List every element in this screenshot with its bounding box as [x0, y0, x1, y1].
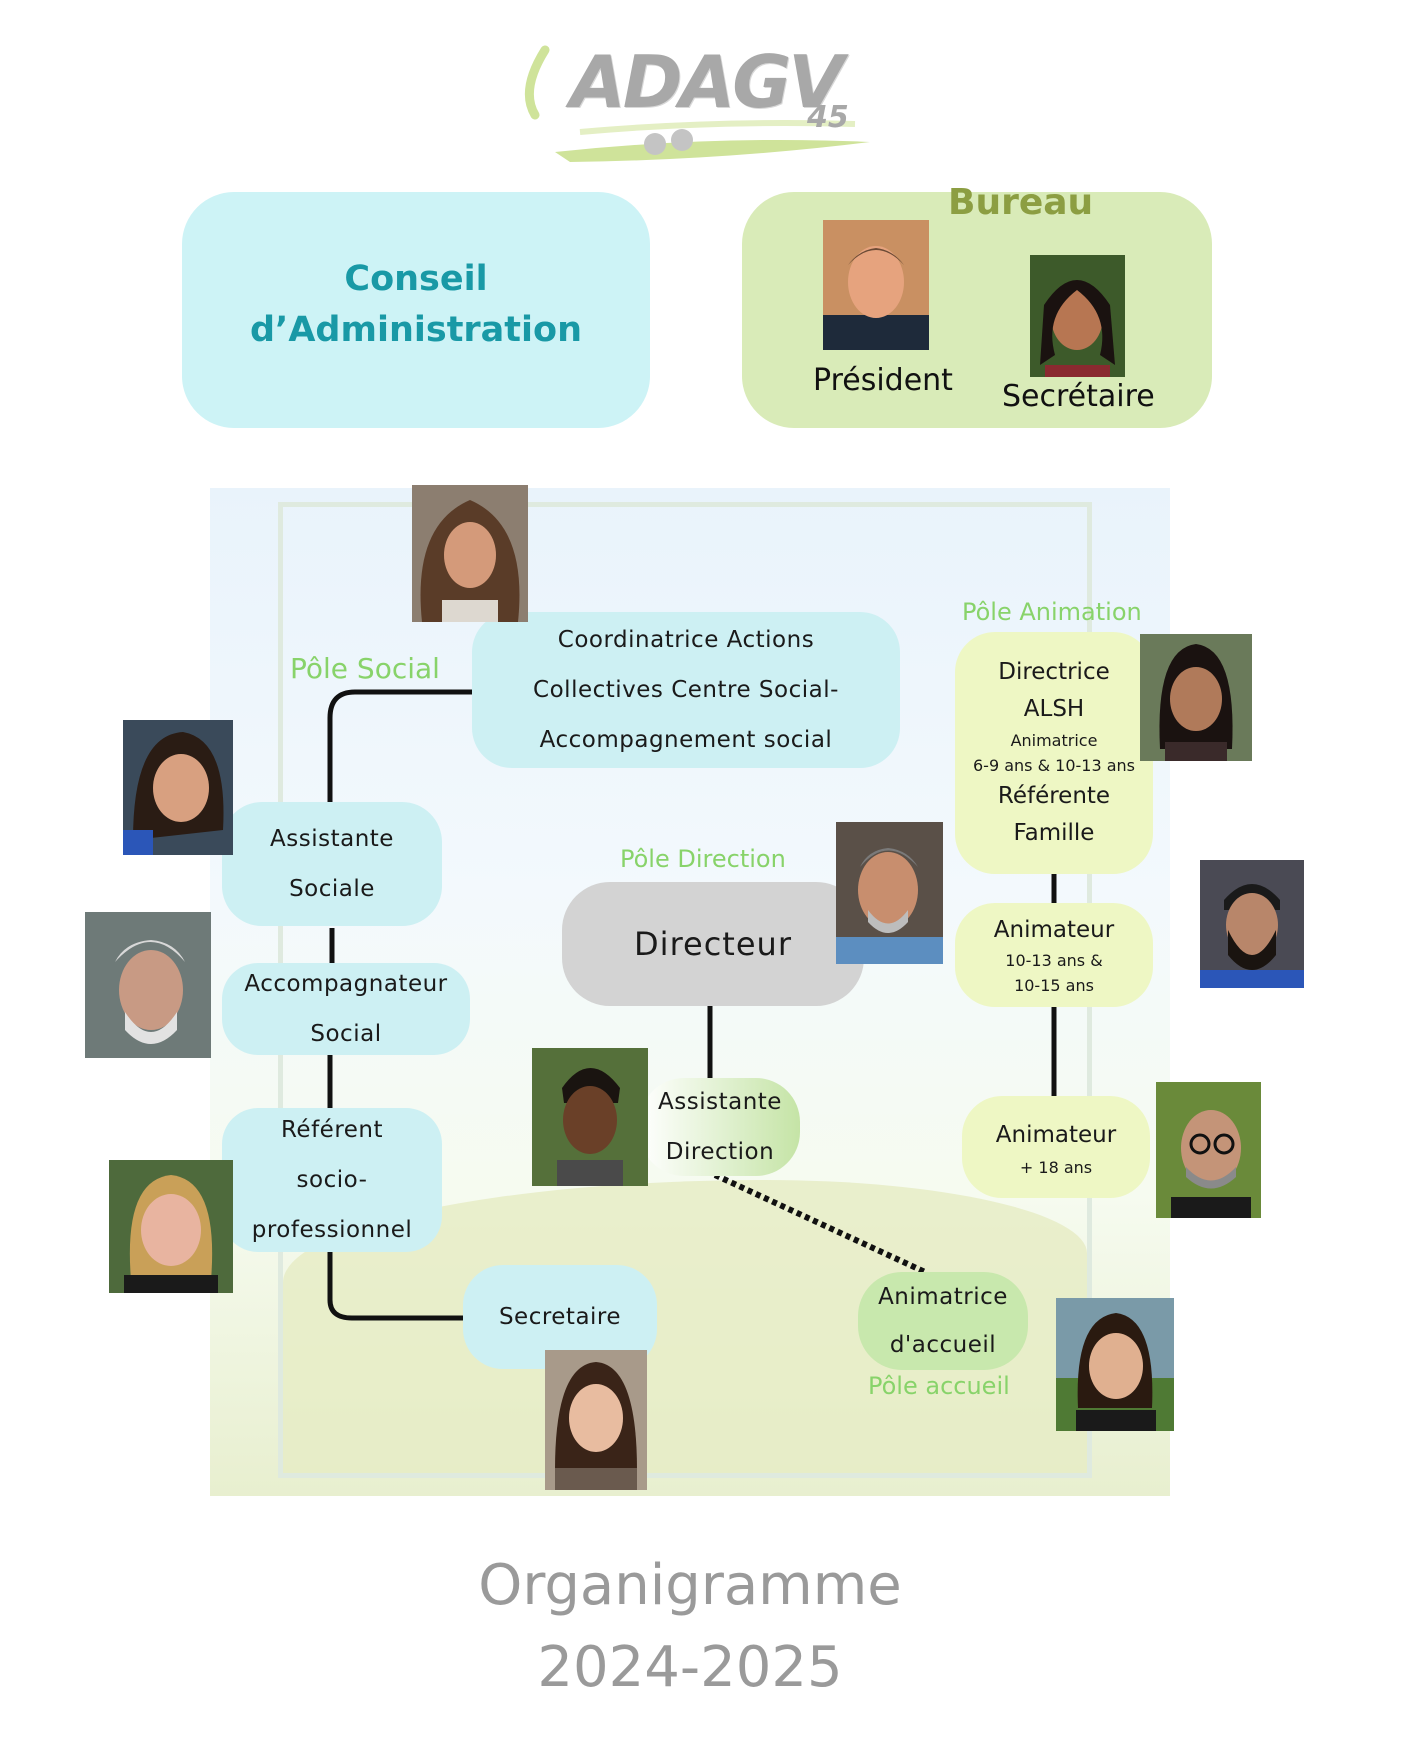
- accompagnateur-line1: Accompagnateur: [244, 971, 448, 997]
- accompagnateur-photo: [85, 912, 211, 1058]
- animateur1-photo: [1200, 860, 1304, 988]
- animatrice-accueil-line2: d'accueil: [889, 1332, 997, 1358]
- bureau-box: [742, 192, 1212, 428]
- accompagnateur-line2: Social: [310, 1021, 382, 1047]
- coordinatrice-line1: Coordinatrice Actions: [557, 627, 815, 653]
- line-coordinatrice-assistante: [327, 689, 475, 805]
- animateur2-sub1: + 18 ans: [1019, 1157, 1093, 1177]
- animateur1-line1: Animateur: [993, 917, 1115, 943]
- alsh-line3: Référente: [997, 783, 1111, 809]
- animateur2-line1: Animateur: [995, 1121, 1117, 1148]
- referent-photo: [109, 1160, 233, 1293]
- referent-line1: Référent: [280, 1117, 384, 1143]
- conseil-administration-box: Conseil d’Administration: [182, 192, 650, 428]
- node-directeur: Directeur: [562, 882, 864, 1006]
- secretaire-photo: [545, 1350, 647, 1490]
- pole-direction-label: Pôle Direction: [620, 845, 786, 873]
- animateur2-photo: [1156, 1082, 1261, 1218]
- assistante-direction-photo: [532, 1048, 648, 1186]
- referent-line3: professionnel: [251, 1217, 413, 1243]
- logo-swoosh-icon: [524, 45, 870, 162]
- president-caption: Président: [813, 363, 953, 398]
- node-assistante-sociale: Assistante Sociale: [222, 802, 442, 926]
- animatrice-accueil-photo: [1056, 1298, 1174, 1431]
- node-animateur-2: Animateur + 18 ans: [962, 1096, 1150, 1198]
- assistante-sociale-line1: Assistante: [270, 826, 394, 852]
- conseil-title-line1: Conseil: [344, 259, 488, 299]
- alsh-sub2: 6-9 ans & 10-13 ans: [972, 756, 1135, 775]
- adagv-logo: ADAGV 45: [515, 40, 905, 175]
- referent-line2: socio-: [296, 1167, 368, 1193]
- conseil-title: Conseil d’Administration: [182, 254, 650, 356]
- node-animatrice-accueil: Animatrice d'accueil: [858, 1272, 1028, 1370]
- directeur-photo: [836, 822, 943, 964]
- node-animateur-1: Animateur 10-13 ans & 10-15 ans: [955, 903, 1153, 1007]
- line-assistante-animatrice-dotted: [713, 1172, 927, 1275]
- directeur-label: Directeur: [634, 925, 792, 963]
- logo-text: ADAGV: [570, 40, 844, 124]
- logo-number: 45: [807, 100, 849, 135]
- organigramme-title: Organigramme 2024-2025: [0, 1545, 1380, 1709]
- node-coordinatrice: Coordinatrice Actions Collectives Centre…: [472, 612, 900, 768]
- node-accompagnateur-social: Accompagnateur Social: [222, 963, 470, 1055]
- animateur1-sub1: 10-13 ans &: [1005, 951, 1103, 970]
- assistante-direction-line2: Direction: [665, 1139, 775, 1165]
- conseil-title-line2: d’Administration: [249, 310, 582, 350]
- pole-accueil-label: Pôle accueil: [868, 1372, 1010, 1400]
- animateur1-sub2: 10-15 ans: [1014, 976, 1094, 995]
- alsh-line2: ALSH: [1023, 696, 1085, 722]
- coordinatrice-line2: Collectives Centre Social-: [533, 677, 839, 703]
- organigramme-title-line2: 2024-2025: [537, 1635, 843, 1700]
- president-photo: [823, 220, 929, 350]
- line-referent-secretaire: [327, 1250, 465, 1321]
- node-referent: Référent socio- professionnel: [222, 1108, 442, 1252]
- alsh-line4: Famille: [1013, 820, 1095, 846]
- secretaire-caption: Secrétaire: [1002, 379, 1155, 414]
- alsh-line1: Directrice: [998, 659, 1110, 685]
- directrice-alsh-photo: [1140, 634, 1252, 761]
- alsh-sub1: Animatrice: [1010, 731, 1098, 750]
- assistante-direction-line1: Assistante: [658, 1089, 782, 1115]
- coordinatrice-photo: [412, 485, 528, 622]
- node-directrice-alsh: Directrice ALSH Animatrice 6-9 ans & 10-…: [955, 632, 1153, 874]
- organigramme-title-line1: Organigramme: [478, 1553, 902, 1618]
- secretaire-label: Secretaire: [498, 1304, 622, 1330]
- pole-social-label: Pôle Social: [290, 652, 440, 685]
- bureau-title: Bureau: [948, 182, 1094, 223]
- assistante-sociale-photo: [123, 720, 233, 855]
- pole-animation-label: Pôle Animation: [962, 598, 1142, 626]
- secretaire-bureau-photo: [1030, 255, 1125, 377]
- assistante-sociale-line2: Sociale: [289, 876, 375, 902]
- node-assistante-direction: Assistante Direction: [640, 1078, 800, 1176]
- coordinatrice-line3: Accompagnement social: [539, 727, 833, 753]
- animatrice-accueil-line1: Animatrice: [878, 1284, 1008, 1310]
